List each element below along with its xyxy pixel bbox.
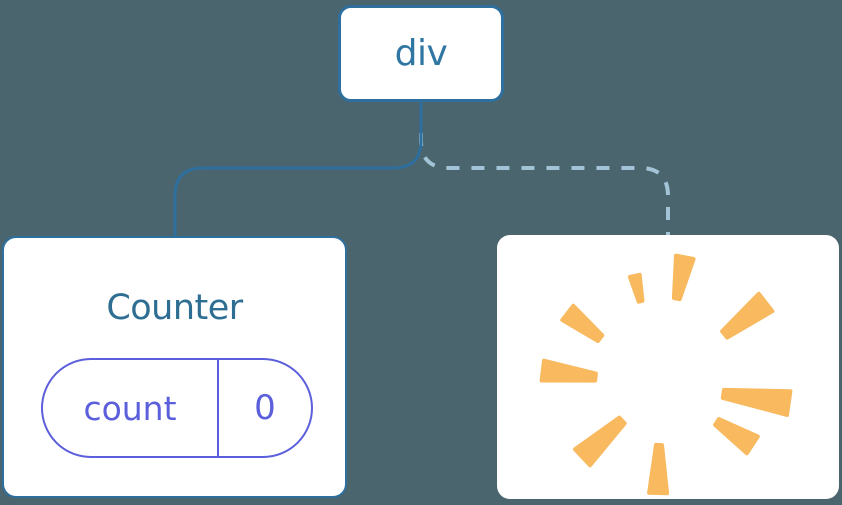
solid-connector-line xyxy=(173,101,423,237)
tree-node-div: div xyxy=(338,5,504,102)
tree-node-counter: Counter count 0 xyxy=(2,236,347,498)
state-pill: count 0 xyxy=(41,358,313,458)
poof-ray xyxy=(627,272,645,304)
state-name-label: count xyxy=(43,360,219,456)
poof-burst-icon xyxy=(539,253,793,496)
state-value-label: 0 xyxy=(254,388,276,428)
poof-ray xyxy=(647,442,670,496)
poof-ray xyxy=(560,303,605,343)
tree-node-removed xyxy=(497,235,839,499)
poof-ray xyxy=(720,387,793,417)
poof-ray xyxy=(539,358,598,383)
tree-node-div-label: div xyxy=(394,33,448,74)
counter-component-title: Counter xyxy=(106,288,243,328)
dashed-connector-line xyxy=(419,133,670,236)
poof-ray xyxy=(713,417,760,456)
poof-ray xyxy=(671,253,696,302)
poof-ray xyxy=(720,291,775,340)
poof-ray xyxy=(573,415,627,468)
